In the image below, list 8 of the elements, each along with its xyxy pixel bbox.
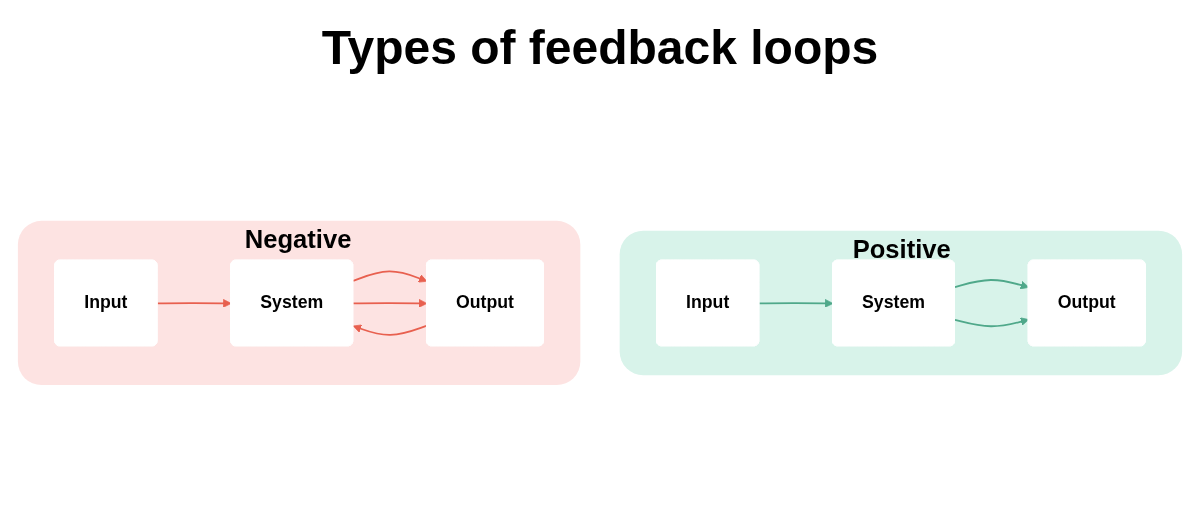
- arrow: [954, 279, 1030, 290]
- arrow: [758, 299, 834, 308]
- arrow: [352, 270, 428, 283]
- arrow: [954, 317, 1030, 328]
- arrow: [352, 299, 428, 308]
- diagram-title: Types of feedback loops: [321, 20, 879, 75]
- arrow: [352, 324, 428, 336]
- arrow: [156, 299, 232, 308]
